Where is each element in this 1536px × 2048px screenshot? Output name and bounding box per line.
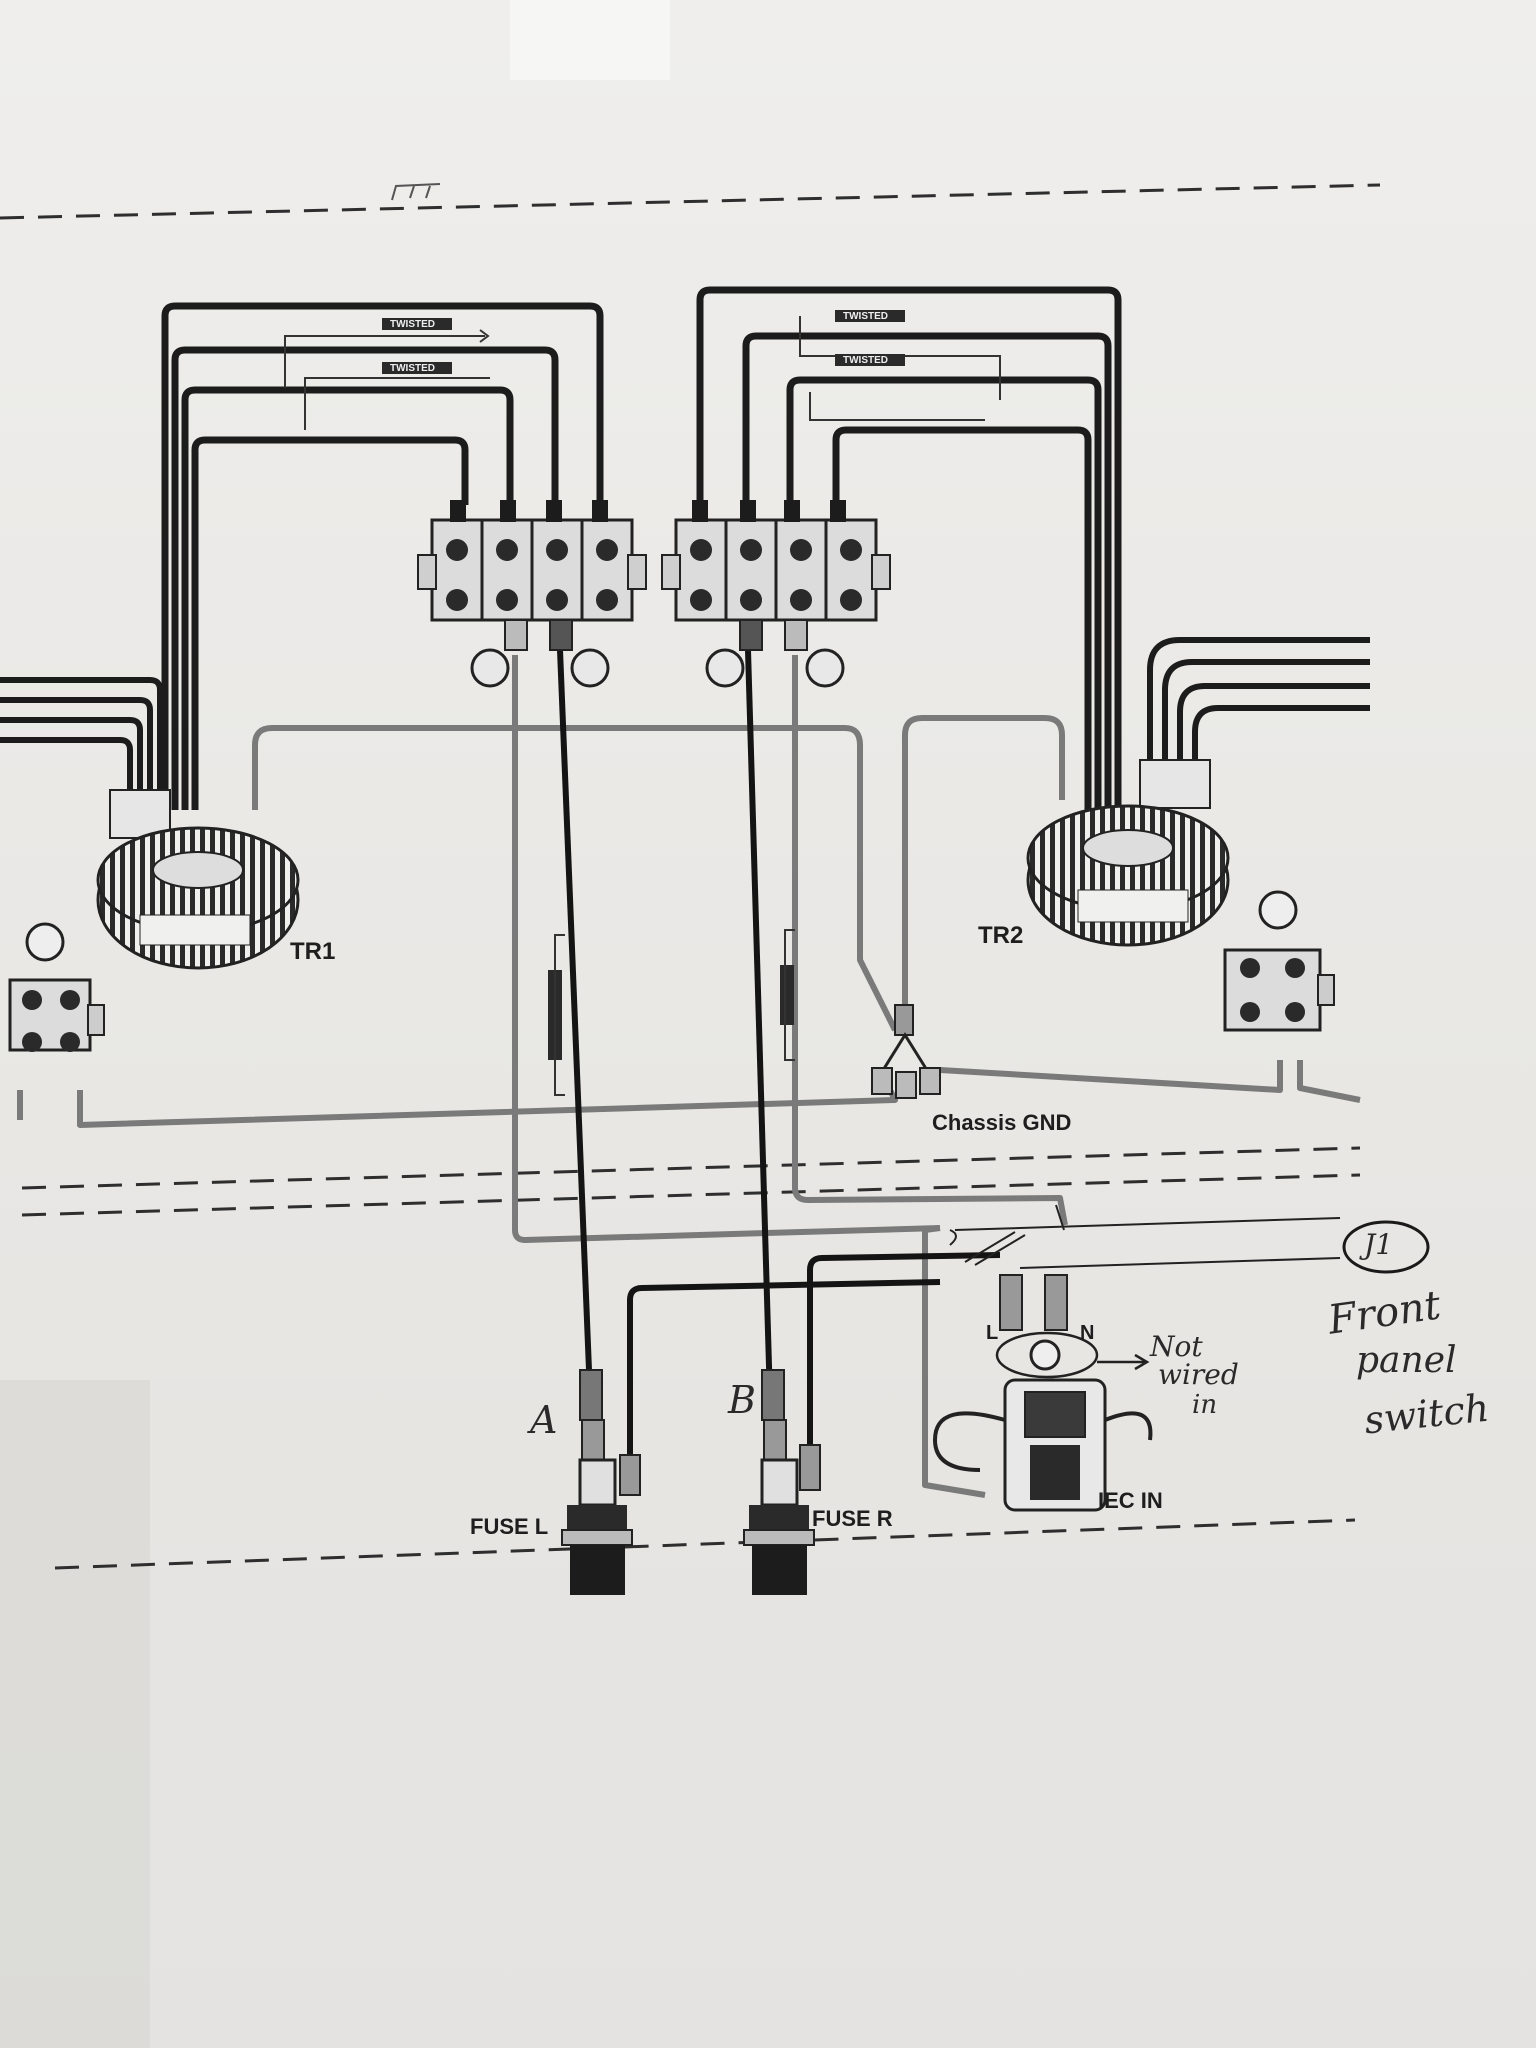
fuse-l-label: FUSE L [470, 1514, 549, 1539]
tr2-toroidal-transformer [1026, 637, 1370, 947]
twisted-tag-4: TWISTED [843, 355, 888, 366]
right-ground-terminal [1223, 890, 1335, 1032]
iec-in-label: IEC IN [1098, 1488, 1163, 1513]
iec-inlet [932, 1274, 1153, 1512]
fuse-r-label: FUSE R [812, 1506, 893, 1531]
primary-wires [557, 649, 1001, 1455]
tr1-label: TR1 [290, 938, 336, 965]
twisted-tag-2: TWISTED [390, 363, 435, 374]
terminal-block-right [661, 500, 891, 688]
twisted-tag-3: TWISTED [843, 311, 888, 322]
left-ground-terminal [8, 922, 105, 1052]
fuse-r-holder [743, 1369, 821, 1595]
handwritten-b: B [728, 1378, 756, 1422]
switch-wiring [949, 1204, 1341, 1269]
chassis-gnd-label: Chassis GND [932, 1110, 1072, 1135]
tr1-toroidal-transformer [0, 677, 300, 970]
pencil-mark [391, 183, 441, 201]
twisted-tags [382, 310, 905, 374]
tape-piece [510, 0, 670, 80]
handwritten-in: in [1192, 1390, 1218, 1420]
twisted-tag-1: TWISTED [390, 319, 435, 330]
switch-j1-circle [1342, 1220, 1430, 1274]
section-dashed-lines [0, 183, 1381, 1570]
handwritten-a: A [530, 1398, 558, 1442]
not-wired-arrow [1097, 1353, 1150, 1371]
handwritten-panel: panel [1356, 1340, 1457, 1381]
tr1-secondary-wires [161, 302, 604, 810]
fuse-l-holder [561, 1369, 641, 1595]
tr2-secondary-wires [696, 286, 1122, 810]
terminal-block-left [417, 500, 647, 688]
handwritten-wired: wired [1158, 1358, 1239, 1391]
not-wired-circle [995, 1331, 1099, 1379]
tr2-label: TR2 [978, 922, 1024, 949]
chassis-ground-star [871, 1004, 941, 1099]
handwritten-not: Not [1150, 1330, 1203, 1363]
twisted-markers [284, 316, 1001, 430]
handwritten-j1: J1 [1364, 1228, 1394, 1261]
twisted-vertical-tags [548, 929, 795, 1096]
neutral-terminal-label: N [1080, 1322, 1095, 1344]
line-terminal-label: L [986, 1322, 999, 1344]
